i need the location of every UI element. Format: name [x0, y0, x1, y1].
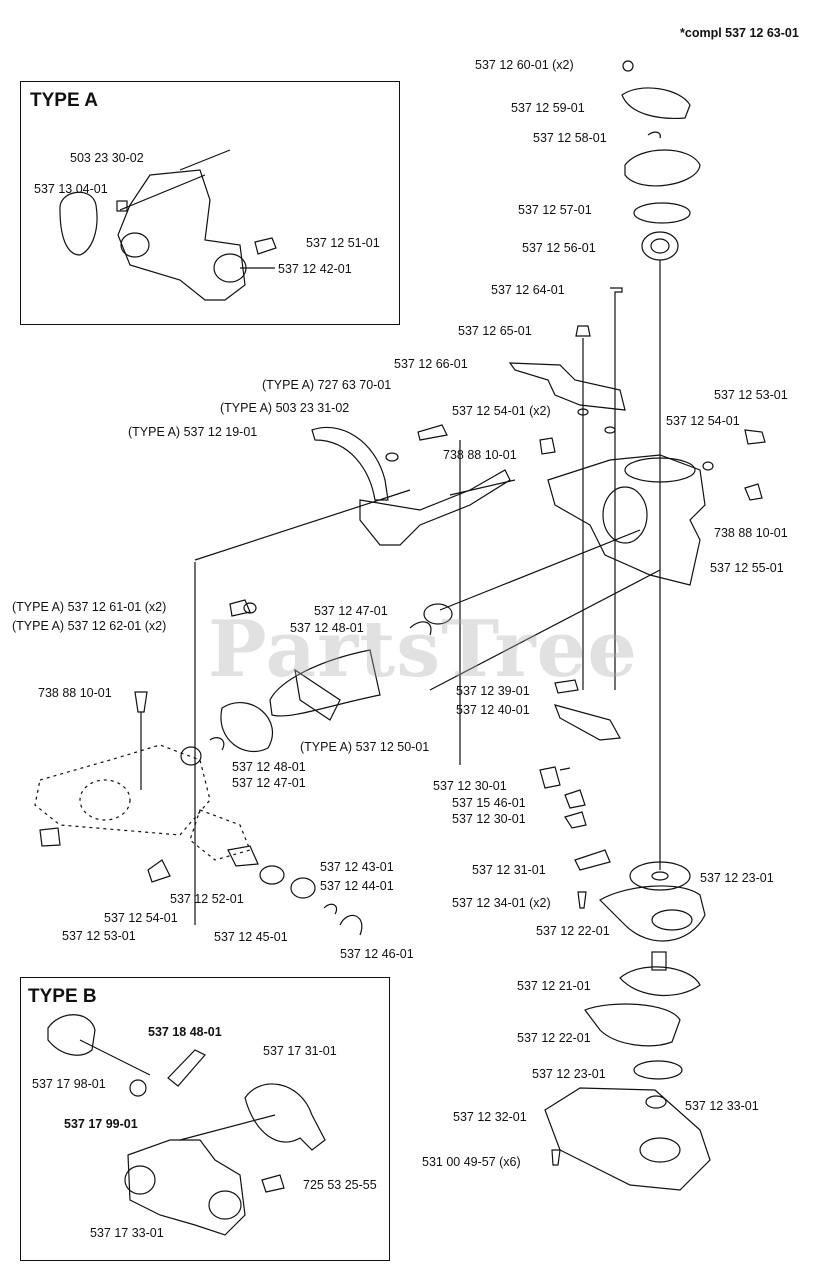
ghost-housing-drawing: [34, 744, 251, 861]
gear-housing-drawing: [539, 429, 766, 586]
part-label[interactable]: 537 12 44-01: [320, 879, 394, 893]
part-label[interactable]: 537 12 60-01 (x2): [475, 58, 574, 72]
part-label[interactable]: 537 15 46-01: [452, 796, 526, 810]
part-label[interactable]: 537 12 31-01: [472, 863, 546, 877]
part-label[interactable]: (TYPE A) 537 12 50-01: [300, 740, 430, 754]
part-label[interactable]: 537 12 43-01: [320, 860, 394, 874]
part-label[interactable]: 531 00 49-57 (x6): [422, 1155, 521, 1169]
part-label[interactable]: (TYPE A) 537 12 19-01: [128, 425, 258, 439]
part-label[interactable]: 537 12 51-01: [306, 236, 380, 250]
type-b-box: [20, 977, 390, 1261]
part-label[interactable]: 537 17 31-01: [263, 1044, 337, 1058]
part-label[interactable]: 537 12 65-01: [458, 324, 532, 338]
part-label[interactable]: 738 88 10-01: [443, 448, 517, 462]
part-label[interactable]: 537 12 59-01: [511, 101, 585, 115]
part-label[interactable]: 537 12 42-01: [278, 262, 352, 276]
part-label[interactable]: 537 12 57-01: [518, 203, 592, 217]
type-a-housing-drawing: [59, 149, 277, 301]
part-label[interactable]: 537 12 66-01: [394, 357, 468, 371]
part-label[interactable]: 537 13 04-01: [34, 182, 108, 196]
part-label[interactable]: 738 88 10-01: [714, 526, 788, 540]
part-label[interactable]: 537 12 22-01: [536, 924, 610, 938]
part-label[interactable]: 537 12 45-01: [214, 930, 288, 944]
part-label[interactable]: 537 18 48-01: [148, 1025, 222, 1039]
part-label[interactable]: (TYPE A) 503 23 31-02: [220, 401, 350, 415]
part-label[interactable]: 738 88 10-01: [38, 686, 112, 700]
compl-note: *compl 537 12 63-01: [680, 26, 799, 40]
part-label[interactable]: 537 12 58-01: [533, 131, 607, 145]
part-label[interactable]: 725 53 25-55: [303, 1178, 377, 1192]
part-label[interactable]: 537 12 30-01: [433, 779, 507, 793]
part-label[interactable]: 537 12 21-01: [517, 979, 591, 993]
part-label[interactable]: 537 12 54-01: [104, 911, 178, 925]
part-label[interactable]: 537 17 99-01: [64, 1117, 138, 1131]
part-label[interactable]: 537 12 55-01: [710, 561, 784, 575]
part-label[interactable]: 537 17 33-01: [90, 1226, 164, 1240]
part-label[interactable]: 537 12 64-01: [491, 283, 565, 297]
type-b-housing-drawing: [47, 1014, 326, 1236]
part-label[interactable]: 537 12 53-01: [714, 388, 788, 402]
part-label[interactable]: 537 12 48-01: [290, 621, 364, 635]
part-label[interactable]: 537 12 53-01: [62, 929, 136, 943]
part-label[interactable]: (TYPE A) 537 12 61-01 (x2): [12, 600, 167, 614]
part-label[interactable]: 537 12 39-01: [456, 684, 530, 698]
part-label[interactable]: 537 12 47-01: [314, 604, 388, 618]
part-label[interactable]: 537 12 46-01: [340, 947, 414, 961]
part-label[interactable]: 537 12 40-01: [456, 703, 530, 717]
part-label[interactable]: 537 12 48-01: [232, 760, 306, 774]
watermark: PartsTree: [208, 604, 638, 695]
part-label[interactable]: 537 12 30-01: [452, 812, 526, 826]
part-label[interactable]: 537 12 22-01: [517, 1031, 591, 1045]
part-label[interactable]: 537 12 56-01: [522, 241, 596, 255]
part-label[interactable]: 537 12 54-01: [666, 414, 740, 428]
part-label[interactable]: 537 12 23-01: [700, 871, 774, 885]
arm-and-shaft-drawing: [39, 424, 661, 936]
part-label[interactable]: 537 12 34-01 (x2): [452, 896, 551, 910]
part-label[interactable]: 537 12 23-01: [532, 1067, 606, 1081]
type-b-title: TYPE B: [28, 986, 97, 1007]
type-a-box: [20, 81, 400, 325]
part-label[interactable]: 503 23 30-02: [70, 151, 144, 165]
part-label[interactable]: 537 17 98-01: [32, 1077, 106, 1091]
part-label[interactable]: 537 12 47-01: [232, 776, 306, 790]
part-label[interactable]: 537 12 33-01: [685, 1099, 759, 1113]
lower-parts-drawing: [539, 679, 711, 1191]
part-label[interactable]: 537 12 32-01: [453, 1110, 527, 1124]
type-a-title: TYPE A: [30, 90, 98, 111]
part-label[interactable]: 537 12 54-01 (x2): [452, 404, 551, 418]
part-label[interactable]: (TYPE A) 727 63 70-01: [262, 378, 392, 392]
part-label[interactable]: (TYPE A) 537 12 62-01 (x2): [12, 619, 167, 633]
part-label[interactable]: 537 12 52-01: [170, 892, 244, 906]
top-cover-drawing: [508, 60, 701, 870]
